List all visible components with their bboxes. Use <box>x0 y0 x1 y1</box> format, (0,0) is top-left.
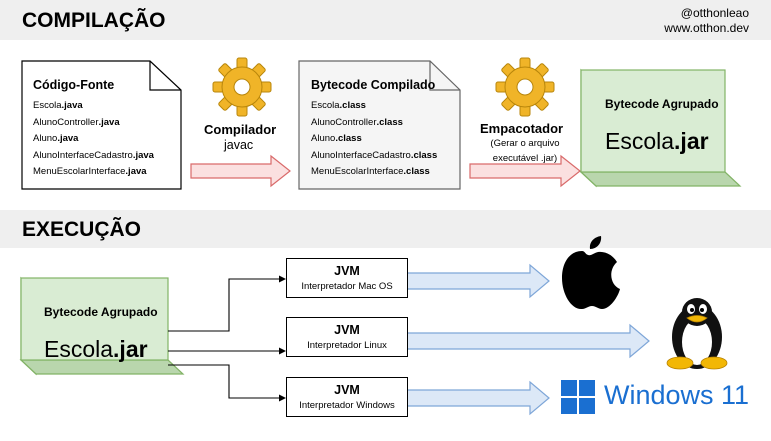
connector-arrowheads <box>279 275 286 402</box>
source-file-item: MenuEscolarInterface.java <box>33 166 147 177</box>
exec-header-band <box>0 210 771 248</box>
source-file-item: AlunoController.java <box>33 116 120 128</box>
author-credit: @otthonleao www.otthon.dev <box>664 6 749 36</box>
tux-penguin-icon <box>666 298 728 370</box>
packager-label: Empacotador <box>480 121 564 136</box>
jvm-windows-sub: Interpretador Windows <box>299 400 395 411</box>
jar-cube-exec <box>19 276 185 376</box>
jar-exec-name: Escola.jar <box>44 336 148 362</box>
packager-note-line1: (Gerar o arquivo <box>490 138 560 149</box>
jvm-macos-title: JVM <box>334 264 360 278</box>
bytecode-file-item: AlunoInterfaceCadastro.class <box>311 149 438 161</box>
package-arrow <box>469 154 581 188</box>
bytecode-file-list: Escola.class AlunoController.class Aluno… <box>311 98 437 181</box>
compiler-gear-icon <box>212 57 272 117</box>
bytecode-file-item: MenuEscolarInterface.class <box>311 166 430 177</box>
source-file-item: Escola.java <box>33 100 83 111</box>
bytecode-doc-shape <box>298 60 461 190</box>
jvm-macos-sub: Interpretador Mac OS <box>301 281 393 292</box>
compiler-label: Compilador <box>204 122 277 137</box>
jvm-linux-box: JVM Interpretador Linux <box>286 317 408 357</box>
jvm-connectors <box>168 278 280 399</box>
jar-cube-compile <box>579 68 742 188</box>
jar-exec-title: Bytecode Agrupado <box>44 305 158 319</box>
linux-arrow <box>405 323 650 359</box>
source-code-doc-shape <box>21 60 182 190</box>
packager-note-line2: executável .jar) <box>492 153 558 164</box>
jvm-linux-title: JVM <box>334 323 360 337</box>
jvm-linux-sub: Interpretador Linux <box>307 340 387 351</box>
credit-handle: @otthonleao <box>680 6 749 20</box>
source-file-item: Aluno.java <box>33 133 79 144</box>
source-file-list: Escola.java AlunoController.java Aluno.j… <box>33 98 154 181</box>
jar-compile-name: Escola.jar <box>605 128 709 154</box>
credit-site: www.otthon.dev <box>664 21 749 35</box>
source-file-item: AlunoInterfaceCadastro.java <box>33 149 154 161</box>
jvm-windows-box: JVM Interpretador Windows <box>286 377 408 417</box>
packager-note: (Gerar o arquivo executável .jar) <box>470 136 580 166</box>
compiler-sub-label: javac <box>224 138 254 152</box>
bytecode-doc-title: Bytecode Compilado <box>311 78 436 92</box>
bytecode-doc-fold <box>429 61 460 91</box>
source-doc-title: Código-Fonte <box>33 78 115 92</box>
windows-logo-icon <box>561 380 595 414</box>
windows-arrow <box>405 380 550 416</box>
bytecode-file-item: Escola.class <box>311 100 366 111</box>
compile-header-band <box>0 0 771 40</box>
compile-section-title: COMPILAÇÃO <box>22 9 166 32</box>
jvm-windows-title: JVM <box>334 383 360 397</box>
source-doc-fold <box>149 61 181 91</box>
jvm-macos-box: JVM Interpretador Mac OS <box>286 258 408 298</box>
mac-arrow <box>405 263 550 299</box>
bytecode-file-item: Aluno.class <box>311 133 362 144</box>
exec-section-title: EXECUÇÃO <box>22 218 142 241</box>
packager-gear-icon <box>495 57 555 117</box>
windows-label: Windows 11 <box>604 380 750 410</box>
jar-compile-title: Bytecode Agrupado <box>605 97 719 111</box>
bytecode-file-item: AlunoController.class <box>311 116 403 128</box>
compile-arrow <box>190 154 291 188</box>
apple-logo-icon <box>562 236 620 310</box>
